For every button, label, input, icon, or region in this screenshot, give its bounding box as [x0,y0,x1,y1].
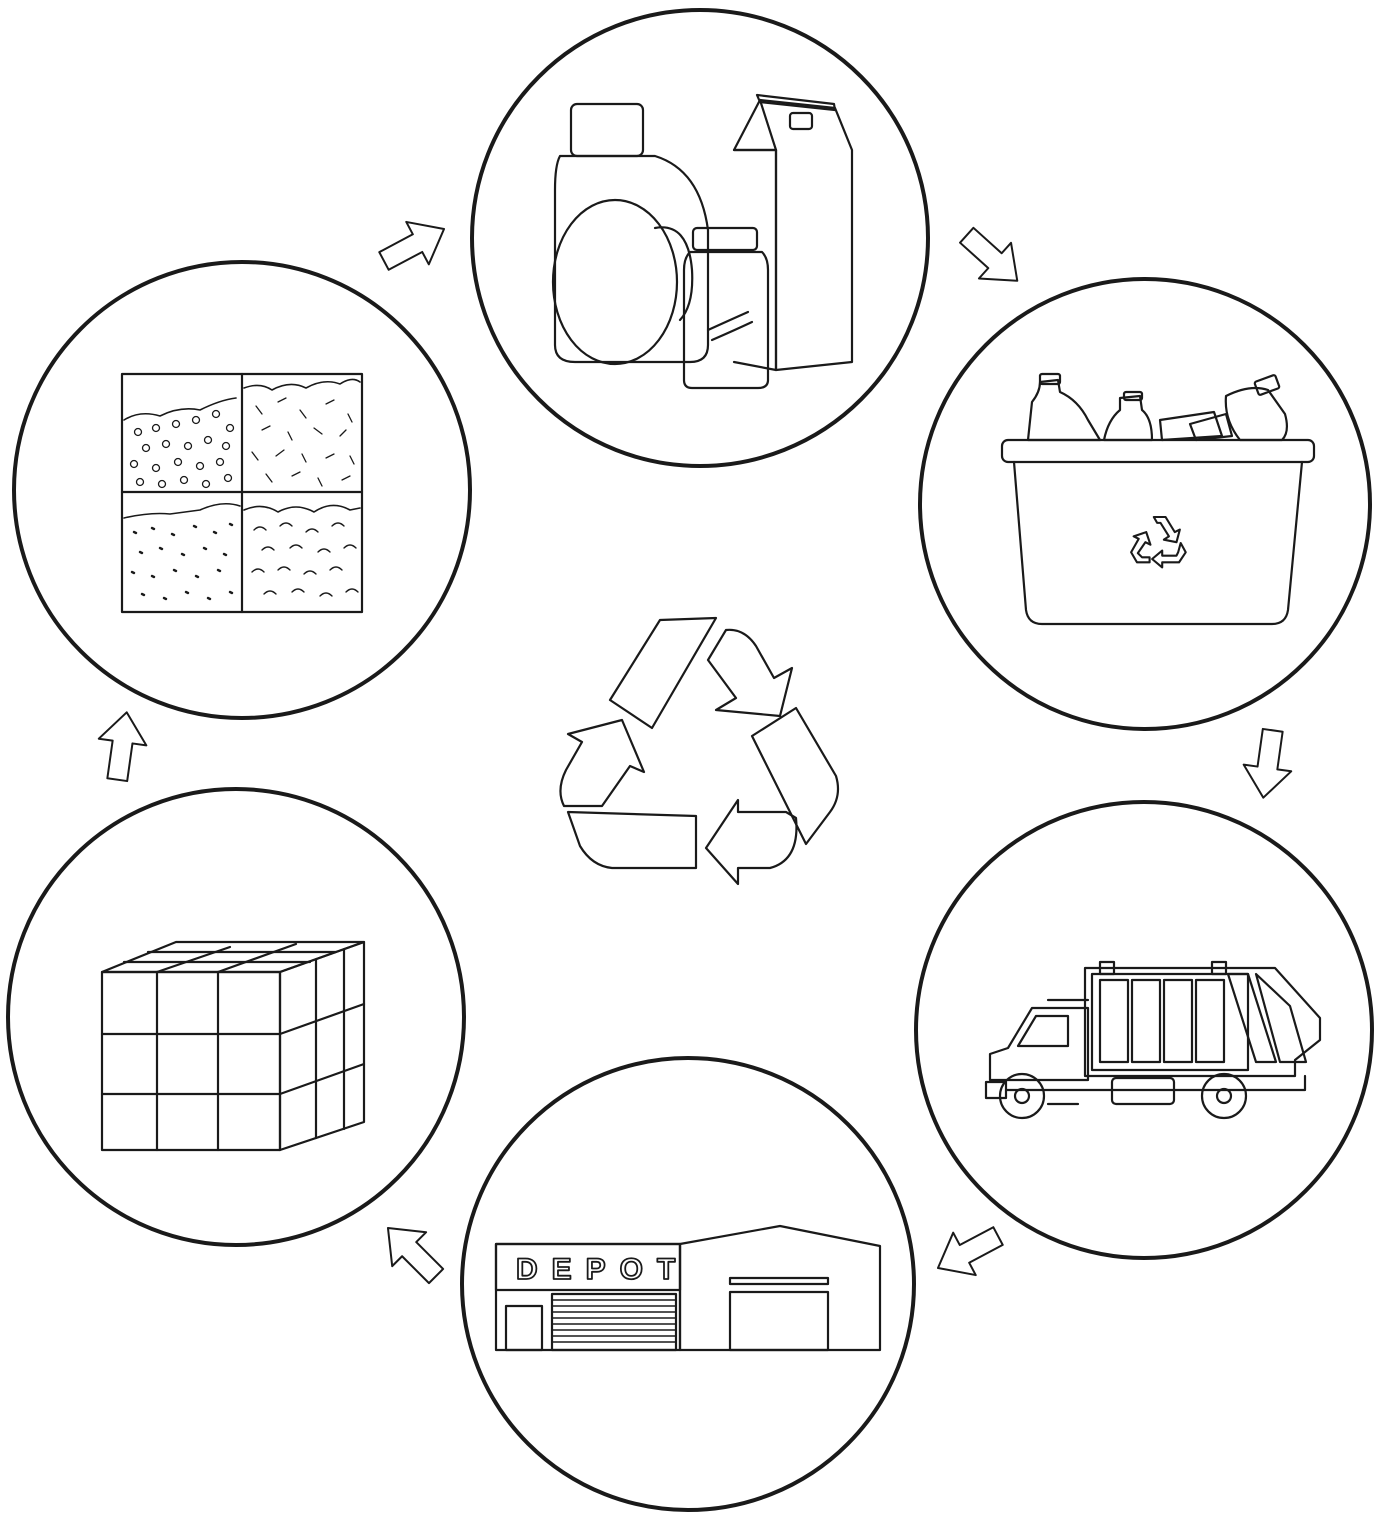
product-containers-icon [551,93,854,390]
arrow-icon [371,206,457,284]
depot-building-icon: DEPOT [494,1224,882,1352]
wheel-icon [998,1072,1046,1120]
wheel-icon [1200,1072,1248,1120]
flow-arrows [92,206,1298,1295]
stage-circle-containers [470,8,930,468]
compressed-bale-icon [100,940,366,1152]
arrow-icon [1238,725,1298,803]
stage-circle-recycling-bin [918,277,1372,731]
arrow-icon [949,216,1035,300]
depot-sign: DEPOT [516,1253,689,1286]
arrow-icon [369,1209,455,1295]
raw-materials-icon [120,372,364,614]
garbage-truck-icon [984,960,1322,1120]
recycling-bin-icon [1000,372,1316,626]
stage-circle-depot [460,1056,916,1512]
arrow-icon [925,1213,1011,1291]
arrow-icon [92,707,152,785]
recycle-symbol-icon [559,616,840,886]
stage-circle-bale [6,787,466,1247]
small-recycle-symbol-icon [1130,515,1187,569]
stage-circle-materials [12,260,472,720]
stage-circle-truck [914,800,1374,1260]
